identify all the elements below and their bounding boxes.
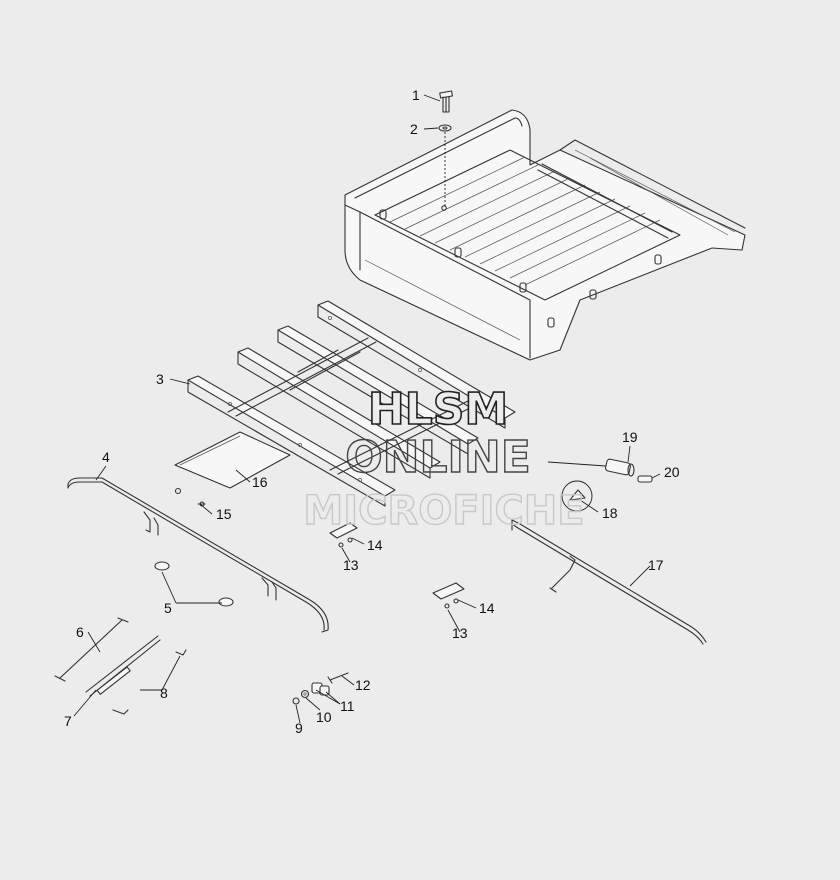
callout-14b: 14	[479, 600, 495, 616]
callout-16: 16	[252, 474, 268, 490]
watermark-line-3: MICROFICHE	[303, 488, 584, 534]
callout-12: 12	[355, 677, 371, 693]
pin-part-20	[637, 475, 653, 483]
fastener-part-13b	[444, 598, 459, 609]
callout-10: 10	[316, 709, 332, 725]
watermark-line-2: ONLINE	[345, 432, 531, 483]
bushing-part-19	[605, 458, 635, 477]
hardware-part-10	[300, 689, 310, 699]
callout-3: 3	[156, 371, 164, 387]
callout-13b: 13	[452, 625, 468, 641]
bar-part-4	[67, 477, 329, 633]
hardware-part-11	[311, 682, 330, 696]
callout-9: 9	[295, 720, 303, 736]
callout-6: 6	[76, 624, 84, 640]
cargo-box	[344, 109, 746, 361]
callout-15: 15	[216, 506, 232, 522]
callout-5: 5	[164, 600, 172, 616]
grommet-part-5	[154, 561, 234, 607]
hardware-part-12	[327, 672, 349, 684]
clip-part-8	[112, 649, 187, 715]
hardware-part-9	[292, 697, 300, 705]
callout-14a: 14	[367, 537, 383, 553]
washer-part-2	[438, 124, 452, 132]
callout-1: 1	[412, 87, 420, 103]
bolt-part-1	[439, 90, 453, 113]
latch-part-18	[569, 489, 586, 501]
watermark: HLSM ONLINE MICROFICHE	[303, 383, 586, 535]
callout-8: 8	[160, 685, 168, 701]
skid-plate-part-16	[174, 431, 291, 489]
callout-19: 19	[622, 429, 638, 445]
callout-7: 7	[64, 713, 72, 729]
callout-20: 20	[664, 464, 680, 480]
callout-4: 4	[102, 449, 110, 465]
strut-part-7	[85, 635, 161, 697]
fastener-part-15	[174, 487, 206, 507]
watermark-line-1: HLSM	[368, 384, 508, 435]
bracket-part-14b	[432, 582, 465, 600]
bracket-part-14a	[329, 522, 358, 539]
pin-part-6	[54, 617, 129, 682]
callout-17: 17	[648, 557, 664, 573]
callout-11: 11	[340, 698, 355, 714]
callout-2: 2	[410, 121, 418, 137]
callout-13a: 13	[343, 557, 359, 573]
callouts: 1 2 3 4 5 6 7 8 9 10 11 12 13 14 13 14 1…	[64, 87, 680, 736]
leader-lines	[73, 94, 661, 724]
fastener-part-13a	[338, 537, 353, 548]
callout-18: 18	[602, 505, 618, 521]
bar-part-17	[511, 519, 707, 645]
sub-frame-part-3	[187, 300, 516, 507]
